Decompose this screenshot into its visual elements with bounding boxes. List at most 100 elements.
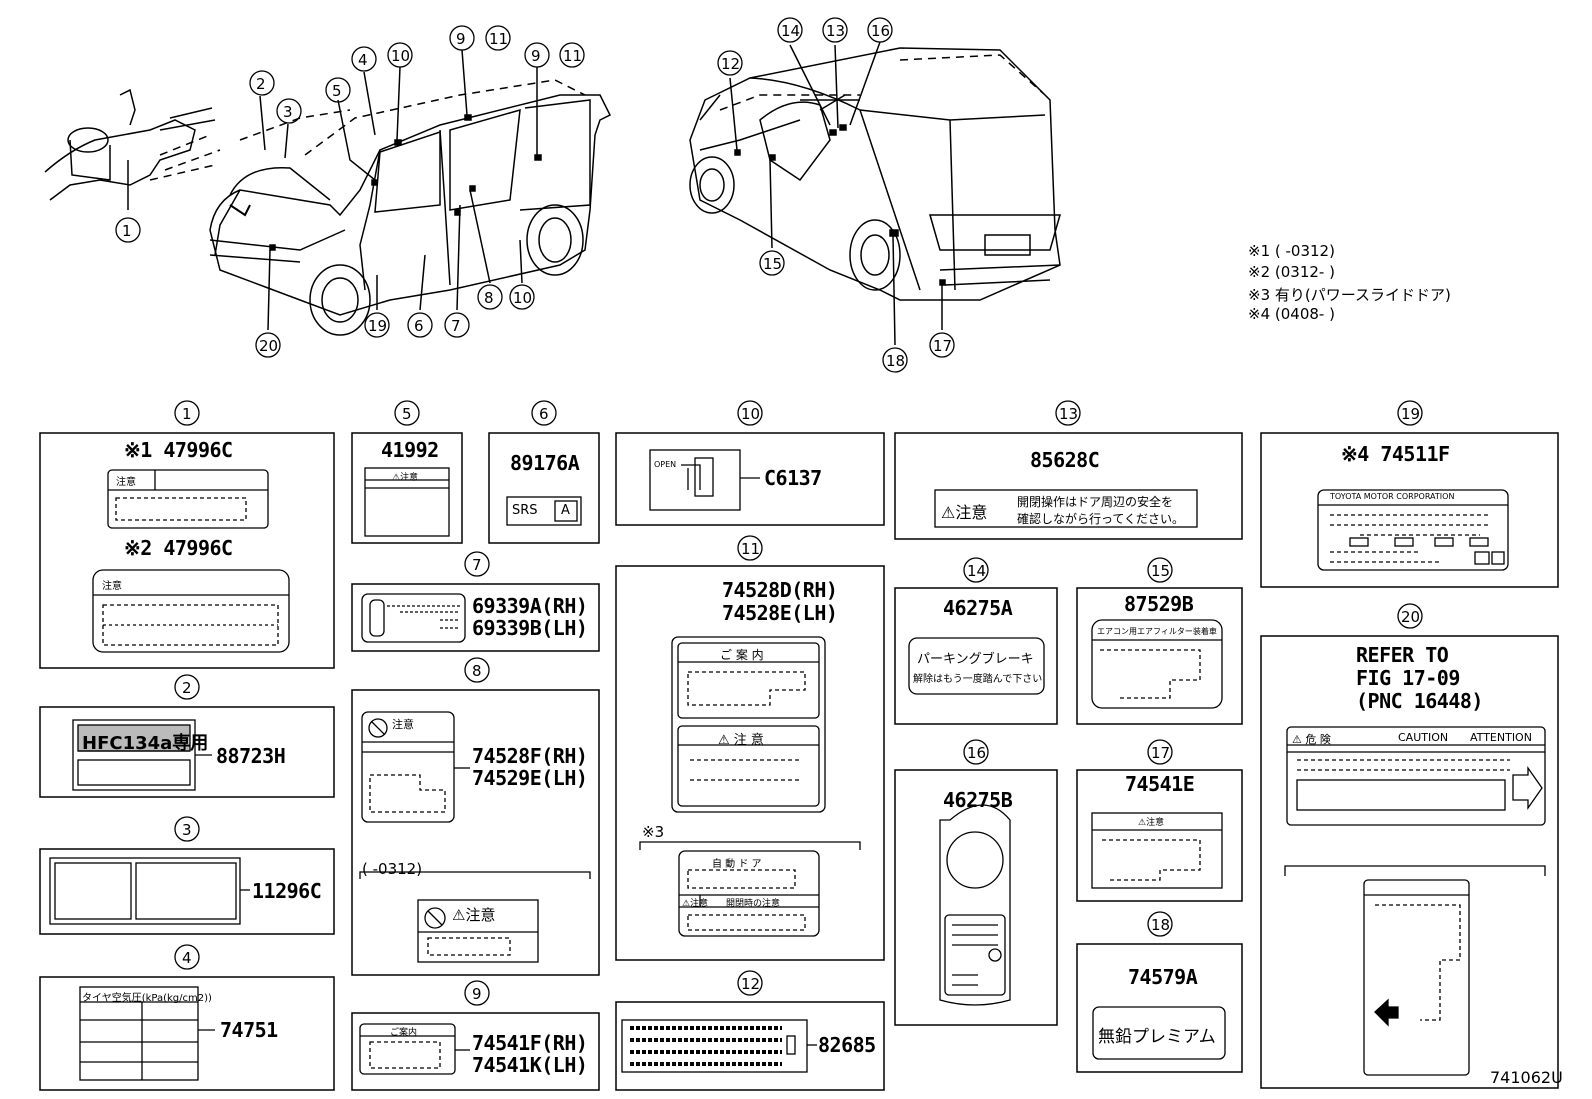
callout-front-20: 20 [259,337,279,355]
callout-front-5: 5 [332,82,342,100]
p20-caution: CAUTION [1398,731,1449,744]
p11-caution: ⚠ 注 意 [718,733,764,748]
note-1: ※1 ( -0312) [1248,242,1335,260]
note-3: ※3 有り(パワースライドドア) [1248,286,1451,304]
callout-rear-13: 13 [826,22,846,40]
p8-caution: 注意 [392,718,414,731]
callout-rear-15: 15 [763,255,783,273]
p18-unleaded: 無鉛プレミアム [1098,1027,1216,1047]
part-47996c-2: ※2 47996C [124,536,233,560]
p15-filter: エアコン用エアフィルター装着車 [1097,627,1217,636]
p1-caution-2: 注意 [102,581,122,592]
part-47996c-1: ※1 47996C [124,438,233,462]
panel-num-3: 3 [182,821,192,839]
p11-caution-small: ⚠注意 [682,899,709,909]
callout-front-3: 3 [283,103,293,121]
p1-caution-1: 注意 [116,477,136,488]
part-88723h: 88723H [216,744,286,768]
part-74579a: 74579A [1128,965,1198,989]
panel-num-13: 13 [1059,405,1079,423]
part-89176a: 89176A [510,451,580,475]
part-74528e: 74528E(LH) [722,601,838,625]
p13-caution: ⚠注意 [941,503,988,522]
part-46275a: 46275A [943,596,1013,620]
callout-circles [115,17,1423,1006]
callout-rear-16: 16 [871,22,891,40]
callout-rear-14: 14 [781,22,801,40]
part-11296c: 11296C [252,879,322,903]
panel-frames [39,432,1559,1091]
panel-num-11: 11 [741,540,761,558]
p11-guide: ご 案 内 [720,648,764,662]
front-vehicle-illustration [44,49,612,336]
part-c6137: C6137 [764,466,822,490]
panel-num-9: 9 [472,985,482,1003]
part-41992: 41992 [381,438,439,462]
panel-num-12: 12 [741,975,761,993]
part-69339b: 69339B(LH) [472,616,588,640]
part-85628c: 85628C [1030,448,1100,472]
panel-num-2: 2 [182,679,192,697]
callout-front-11b: 11 [563,47,583,65]
callout-front-11a: 11 [489,30,509,48]
panel-num-4: 4 [182,949,192,967]
p4-tire-pressure: タイヤ空気圧(kPa(kg/cm2)) [82,993,212,1004]
panel-num-18: 18 [1151,916,1171,934]
p11-note3: ※3 [642,823,665,841]
panel-num-17: 17 [1151,744,1171,762]
p8-caution-2: ⚠注意 [452,906,496,924]
panel-num-6: 6 [539,405,549,423]
callout-front-9a: 9 [456,30,466,48]
panel-num-5: 5 [402,405,412,423]
part-74528f: 74528F(RH) [472,744,588,768]
refer-pnc: (PNC 16448) [1356,689,1483,713]
callout-front-10b: 10 [513,289,533,307]
note-4: ※4 (0408- ) [1248,305,1335,323]
p11-auto-door: 自 動 ド ア [712,859,762,870]
p2-hfc134a: HFC134a専用 [82,733,209,754]
part-74751: 74751 [220,1018,278,1042]
p9-guide: ご案内 [390,1028,418,1038]
p11-open-close: 開閉時の注意 [726,899,781,909]
p10-open: OPEN [654,460,677,469]
p14-release: 解除はもう一度踏んで下さい [913,674,1043,685]
p8-range: ( -0312) [362,860,423,878]
callout-front-19: 19 [368,317,388,335]
part-74529e: 74529E(LH) [472,766,588,790]
p5-caution: ⚠注意 [392,473,419,483]
refer-to: REFER TO [1356,643,1449,667]
callout-front-1: 1 [122,222,132,240]
callout-rear-18: 18 [886,352,906,370]
label-sketches [49,449,1546,1081]
rear-vehicle-illustration [689,41,1061,346]
p14-parking-brake: パーキングブレーキ [917,652,1034,667]
p13-line2: 確認しながら行ってください。 [1017,512,1185,526]
panel-num-14: 14 [967,562,987,580]
callout-front-7: 7 [451,317,461,335]
part-74541k: 74541K(LH) [472,1053,588,1077]
part-74541f: 74541F(RH) [472,1031,588,1055]
p20-attention: ATTENTION [1470,731,1532,744]
part-87529b: 87529B [1124,592,1194,616]
panel-num-1: 1 [182,405,192,423]
part-74541e: 74541E [1125,772,1195,796]
note-2: ※2 (0312- ) [1248,263,1335,281]
part-74511f: ※4 74511F [1341,442,1450,466]
p6-srs: SRS [512,503,538,518]
panel-num-7: 7 [472,556,482,574]
part-74528d: 74528D(RH) [722,578,838,602]
panel-num-8: 8 [472,662,482,680]
p20-danger: ⚠ 危 険 [1292,733,1331,746]
panel-num-19: 19 [1401,405,1421,423]
part-46275b: 46275B [943,788,1013,812]
p6-a: A [561,503,570,518]
callout-rear-12: 12 [721,55,741,73]
panel-num-16: 16 [967,744,987,762]
callout-front-4: 4 [358,51,368,69]
part-82685: 82685 [818,1033,876,1057]
callout-front-10a: 10 [391,47,411,65]
callout-front-9b: 9 [531,47,541,65]
p17-caution: ⚠注意 [1138,818,1165,828]
p13-line1: 開閉操作はドア周辺の安全を [1017,495,1174,509]
